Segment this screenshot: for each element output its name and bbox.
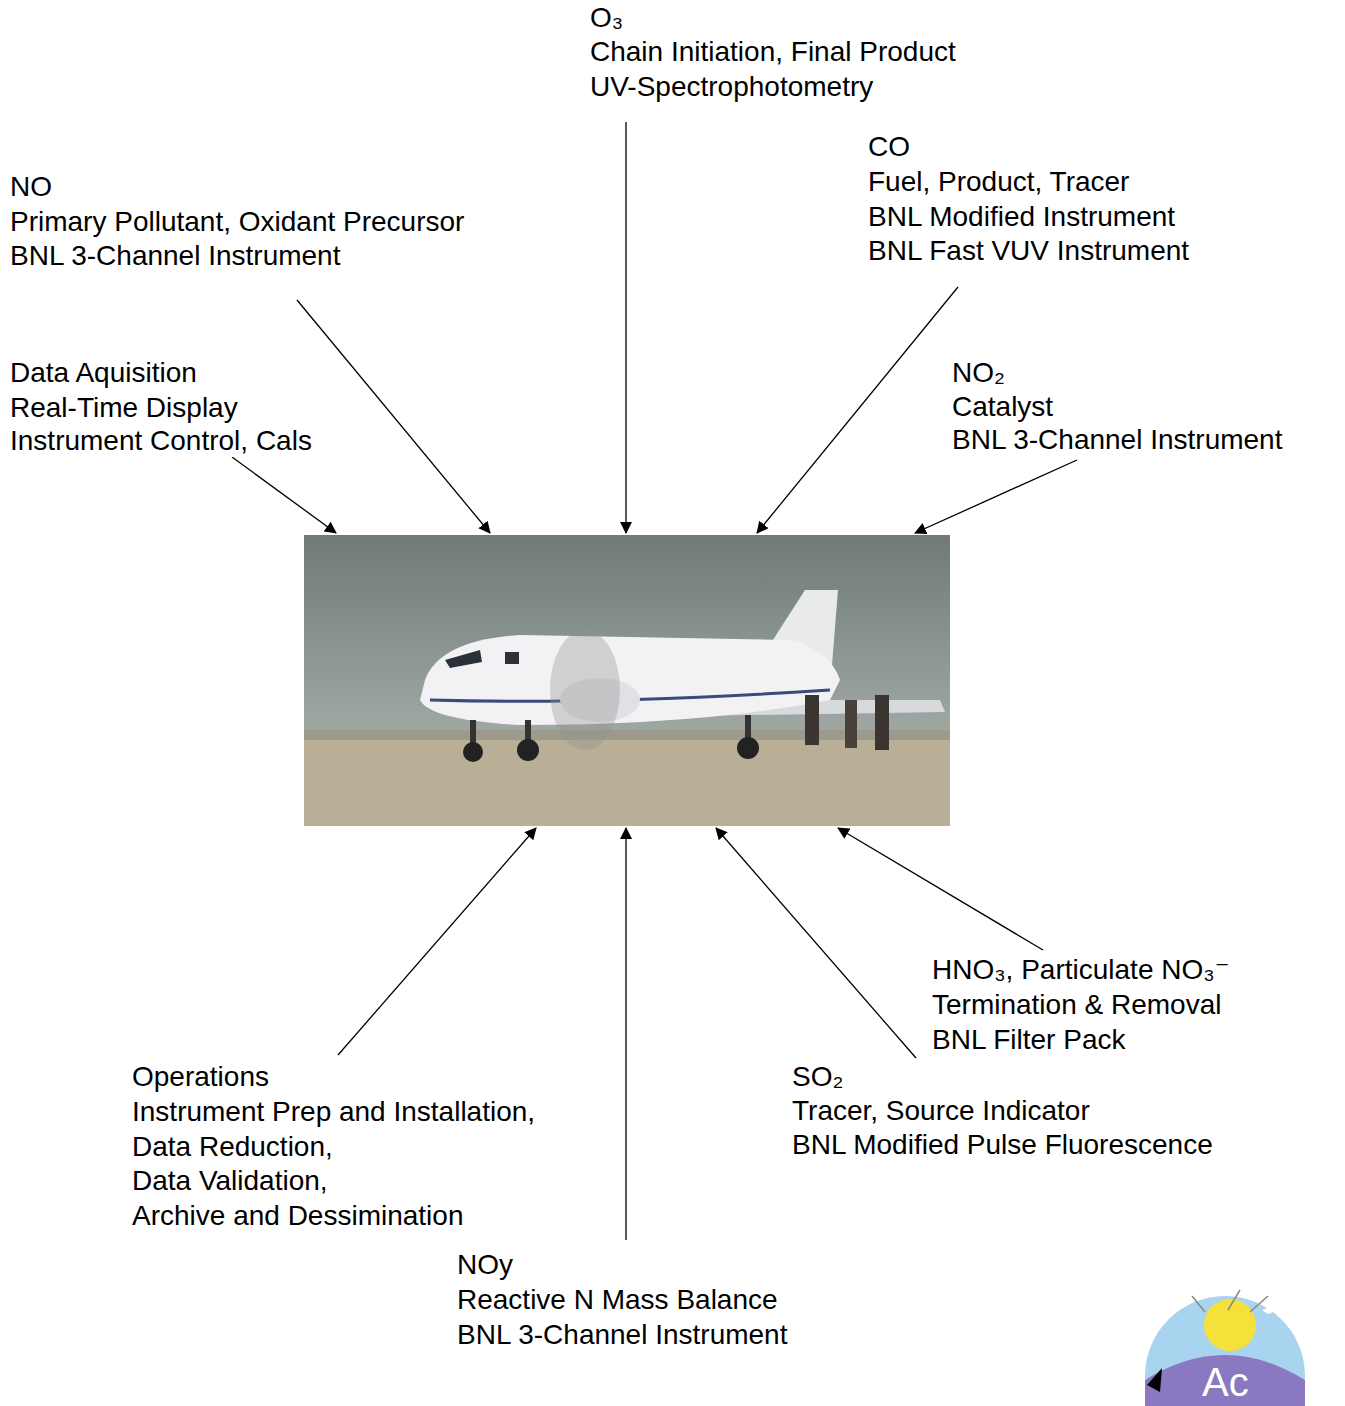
annotation-text: Data Reduction, bbox=[130, 1131, 335, 1163]
annotation-text: O₃ bbox=[588, 2, 625, 34]
annotation-text: Tracer, Source Indicator bbox=[790, 1095, 1092, 1127]
annotation-text: HNO₃, Particulate NO₃⁻ bbox=[930, 954, 1231, 986]
annotation-text: NO₂ bbox=[950, 357, 1007, 389]
annotation-text: SO₂ bbox=[790, 1061, 845, 1093]
aircraft-photo bbox=[304, 535, 950, 826]
annotation-text: CO bbox=[866, 131, 912, 163]
annotation-text: BNL Fast VUV Instrument bbox=[866, 235, 1191, 267]
annotation-text: Instrument Prep and Installation, bbox=[130, 1096, 537, 1128]
annotation-text: Data Aquisition bbox=[8, 357, 199, 389]
leader-arrows bbox=[232, 122, 1077, 1240]
annotation-text: Catalyst bbox=[950, 391, 1055, 423]
logo-text: Ac bbox=[1200, 1366, 1251, 1398]
annotation-text: Instrument Control, Cals bbox=[8, 425, 314, 457]
annotation-text: BNL Filter Pack bbox=[930, 1024, 1127, 1056]
annotation-text: UV-Spectrophotometry bbox=[588, 71, 875, 103]
annotation-text: BNL 3-Channel Instrument bbox=[455, 1319, 789, 1351]
annotation-text: BNL 3-Channel Instrument bbox=[8, 240, 342, 272]
annotation-text: Fuel, Product, Tracer bbox=[866, 166, 1131, 198]
annotation-text: BNL 3-Channel Instrument bbox=[950, 424, 1284, 456]
annotation-text: Real-Time Display bbox=[8, 392, 240, 424]
annotation-text: Reactive N Mass Balance bbox=[455, 1284, 780, 1316]
logo bbox=[1145, 1290, 1305, 1406]
annotation-text: BNL Modified Pulse Fluorescence bbox=[790, 1129, 1215, 1161]
annotation-text: Chain Initiation, Final Product bbox=[588, 36, 958, 68]
annotation-text: NO bbox=[8, 171, 54, 203]
annotation-text: Archive and Dessimination bbox=[130, 1200, 466, 1232]
annotation-text: BNL Modified Instrument bbox=[866, 201, 1177, 233]
annotation-text: Operations bbox=[130, 1061, 271, 1093]
annotation-text: NOy bbox=[455, 1249, 515, 1281]
annotation-text: Primary Pollutant, Oxidant Precursor bbox=[8, 206, 466, 238]
annotation-text: Data Validation, bbox=[130, 1165, 330, 1197]
annotation-text: Termination & Removal bbox=[930, 989, 1223, 1021]
